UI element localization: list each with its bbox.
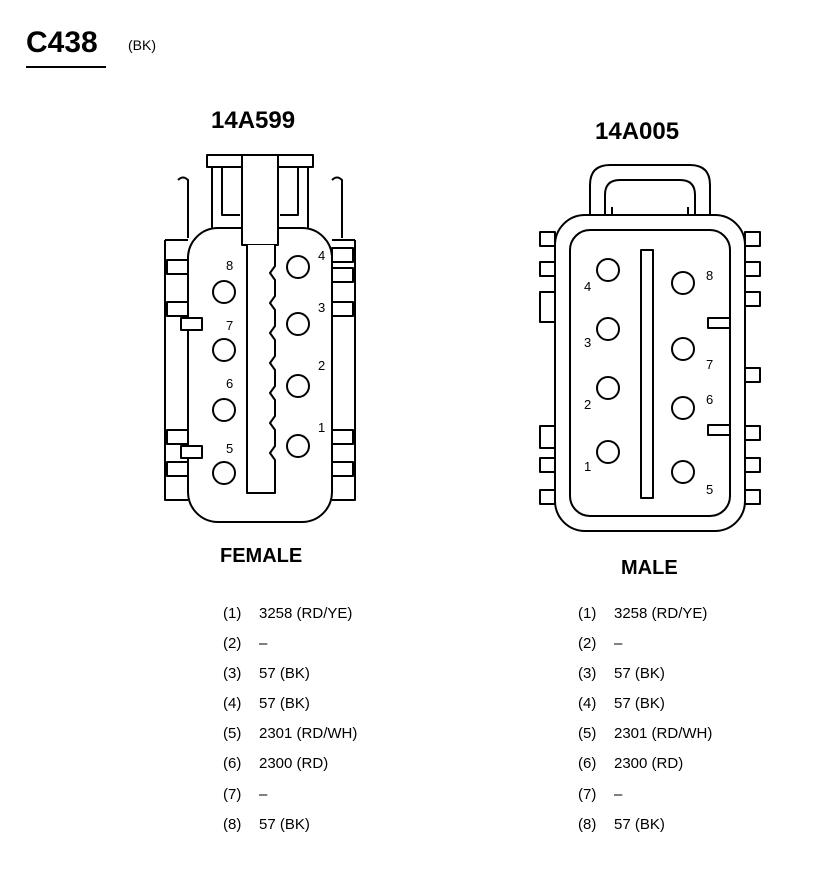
pin-number: (6) xyxy=(578,755,597,773)
pin-circuit: 57 (BK) xyxy=(614,815,665,833)
title-underline xyxy=(26,66,106,68)
pin-number: (3) xyxy=(578,665,597,683)
pin-row: (7)– xyxy=(223,786,357,816)
female-pin-sockets xyxy=(212,255,310,485)
pin-row: (1) 3258 (RD/YE) xyxy=(578,605,712,635)
pin-number: (8) xyxy=(578,815,597,833)
pin-number: (3) xyxy=(223,665,242,683)
male-pins xyxy=(596,258,695,484)
female-pin-list: (1)3258 (RD/YE) (2)– (3)57 (BK) (4)57 (B… xyxy=(223,605,357,846)
pin-circuit: 57 (BK) xyxy=(614,695,665,713)
pin-number: (4) xyxy=(578,695,597,713)
pin-circuit: 3258 (RD/YE) xyxy=(614,605,708,622)
pin-circuit: 2300 (RD) xyxy=(614,755,684,773)
male-pin-label: 8 xyxy=(706,268,713,283)
pin-number: (7) xyxy=(578,785,597,803)
male-pin-label: 4 xyxy=(584,279,591,294)
pin-row: (3) 57 (BK) xyxy=(223,665,357,695)
female-pin-label: 7 xyxy=(226,318,233,333)
pin-circuit: 2301 (RD/WH) xyxy=(259,725,358,743)
male-pin-label: 6 xyxy=(706,392,713,407)
female-pin-label: 6 xyxy=(226,376,233,391)
pin-row: (5) 2301 (RD/WH) xyxy=(223,725,357,755)
pin-row: (8) 57 (BK) xyxy=(578,816,712,846)
pin-circuit: 57 (BK) xyxy=(259,665,310,683)
male-label: MALE xyxy=(621,557,678,579)
pin-row: (6) 2300 (RD) xyxy=(223,755,357,785)
pin-circuit: 57 (BK) xyxy=(614,665,665,683)
pin-number: (1) xyxy=(578,605,597,622)
pin-circuit: – xyxy=(259,785,268,803)
male-pin-label: 5 xyxy=(706,482,713,497)
female-pin-label: 4 xyxy=(318,248,325,263)
pin-number: (6) xyxy=(223,755,242,773)
male-part-number: 14A005 xyxy=(595,118,680,145)
pin-row: (8) 57 (BK) xyxy=(223,816,357,846)
pin-row: (2)– xyxy=(223,635,357,665)
pin-row: (1) 3258 (RD/YE) xyxy=(223,605,357,635)
female-pin-label: 2 xyxy=(318,358,325,373)
pin-row: (5) 2301 (RD/WH) xyxy=(578,725,712,755)
female-connector-body xyxy=(164,154,356,523)
female-part-number: 14A599 xyxy=(211,107,296,134)
pin-number: (8) xyxy=(223,815,242,833)
male-pin-label: 1 xyxy=(584,459,591,474)
pin-circuit: – xyxy=(614,785,623,803)
pin-number: (1) xyxy=(223,605,242,622)
pin-circuit: 2300 (RD) xyxy=(259,755,329,773)
pin-row: (2)– xyxy=(578,635,712,665)
connector-id: C438 xyxy=(26,26,98,59)
male-pin-label: 3 xyxy=(584,335,591,350)
male-connector-body xyxy=(539,164,761,532)
pin-number: (2) xyxy=(578,635,597,653)
pin-number: (7) xyxy=(223,785,242,803)
pin-circuit: – xyxy=(259,635,268,653)
female-pin-label: 1 xyxy=(318,420,325,435)
male-pin-label: 2 xyxy=(584,397,591,412)
pin-number: (5) xyxy=(223,725,242,743)
male-pin-list: (1)3258 (RD/YE) (2)– (3)57 (BK) (4)57 (B… xyxy=(578,605,712,846)
connector-color: (BK) xyxy=(128,37,156,53)
female-label: FEMALE xyxy=(220,545,303,567)
pin-row: (4) 57 (BK) xyxy=(578,695,712,725)
pin-circuit: – xyxy=(614,635,623,653)
pin-circuit: 57 (BK) xyxy=(259,815,310,833)
pin-number: (4) xyxy=(223,695,242,713)
female-pin-label: 3 xyxy=(318,300,325,315)
female-pin-label: 5 xyxy=(226,441,233,456)
pin-row: (7)– xyxy=(578,786,712,816)
pin-number: (2) xyxy=(223,635,242,653)
pin-circuit: 3258 (RD/YE) xyxy=(259,605,353,622)
pin-circuit: 2301 (RD/WH) xyxy=(614,725,713,743)
male-pin-label: 7 xyxy=(706,357,713,372)
pin-number: (5) xyxy=(578,725,597,743)
pin-row: (6) 2300 (RD) xyxy=(578,755,712,785)
female-pin-label: 8 xyxy=(226,258,233,273)
pin-row: (3) 57 (BK) xyxy=(578,665,712,695)
pin-circuit: 57 (BK) xyxy=(259,695,310,713)
pin-row: (4) 57 (BK) xyxy=(223,695,357,725)
